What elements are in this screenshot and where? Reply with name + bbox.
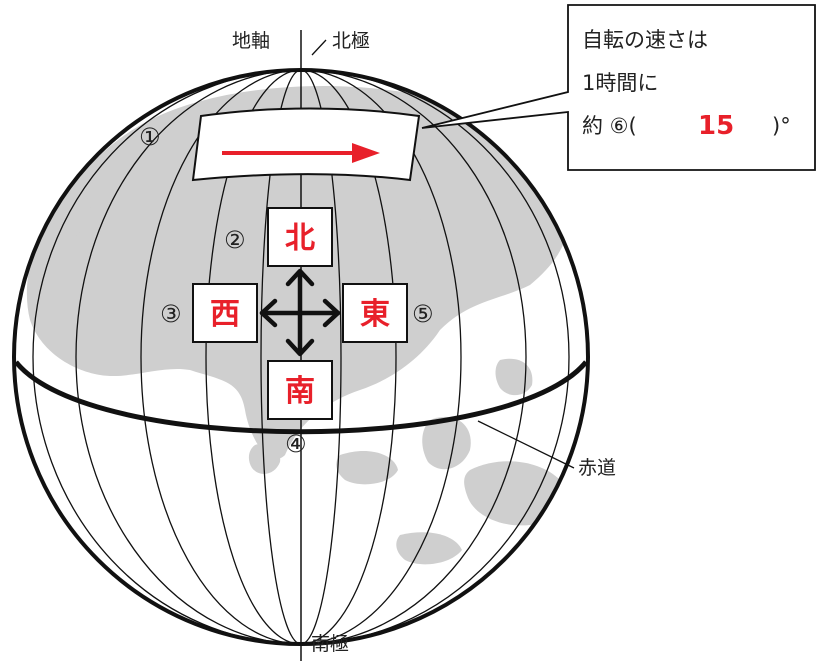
direction-east: 東 (360, 297, 390, 332)
north-pole-leader (311, 39, 327, 56)
direction-south: 南 (285, 374, 315, 409)
callout-answer: 15 (698, 111, 734, 141)
marker-3: ③ (160, 300, 182, 328)
callout-line3-suffix: )° (772, 114, 791, 138)
direction-east-box: 東 (342, 283, 408, 343)
rotation-band (191, 107, 421, 182)
callout-line3-prefix: 約 ⑥( (582, 114, 637, 138)
rotation-arrow-head (352, 143, 380, 163)
direction-south-box: 南 (267, 360, 333, 420)
direction-west-box: 西 (192, 283, 258, 343)
compass-arrows (259, 268, 341, 357)
axis-label: 地軸 (232, 30, 270, 52)
marker-5: ⑤ (412, 300, 434, 328)
meridians (32, 70, 570, 644)
callout-line2: 1時間に (582, 71, 658, 95)
equator-leader (477, 420, 575, 469)
north-pole-label: 北極 (332, 30, 370, 52)
callout-line1: 自転の速さは (582, 28, 708, 52)
marker-2: ② (224, 226, 246, 254)
direction-north: 北 (285, 221, 315, 256)
direction-north-box: 北 (267, 207, 333, 267)
south-pole-label: 南極 (311, 633, 349, 655)
marker-4: ④ (285, 430, 307, 458)
direction-west: 西 (210, 297, 240, 332)
marker-1: ① (139, 123, 161, 151)
equator-label: 赤道 (578, 457, 616, 479)
rotation-speed-callout: 自転の速さは 1時間に 約 ⑥( 15 )° (421, 4, 816, 171)
